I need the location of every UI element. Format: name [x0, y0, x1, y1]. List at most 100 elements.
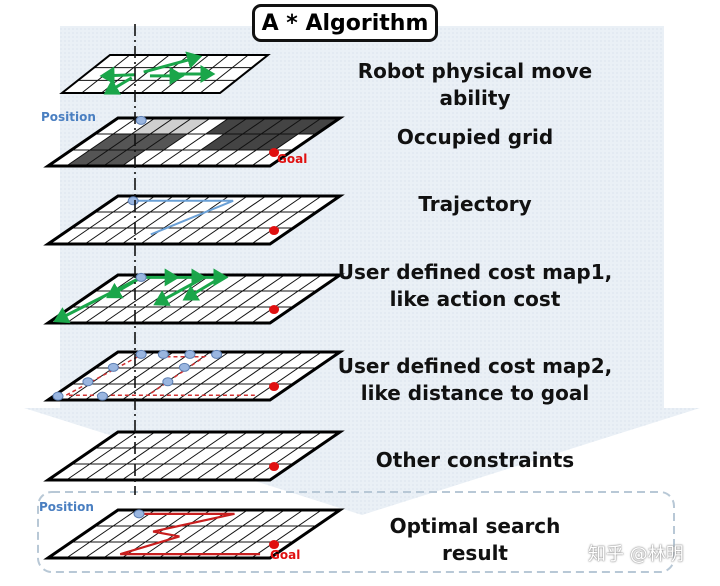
position-node [133, 509, 145, 519]
grid-line [140, 195, 211, 245]
layer-label-cost1: User defined cost map1, like action cost [320, 259, 630, 313]
candidate-node [135, 349, 147, 359]
layer-label-line: like distance to goal [360, 381, 590, 405]
candidate-node [96, 391, 108, 401]
grid-line [158, 117, 230, 167]
grid-line [177, 351, 248, 401]
occupied-cell [108, 134, 151, 150]
grid-line [84, 431, 156, 481]
occupied-cell [298, 118, 340, 134]
grid-line [140, 117, 211, 167]
grid-line [103, 509, 174, 559]
optimal-path [119, 512, 261, 556]
grid-line [66, 509, 137, 559]
grid-outline [43, 116, 345, 168]
grid-line [66, 117, 137, 167]
watermark: 知乎 @林明 [588, 544, 684, 565]
grid-line [121, 431, 193, 481]
grid-line [214, 431, 285, 481]
layer-label-line: Other constraints [375, 448, 575, 472]
goal-label: Goal [270, 548, 300, 562]
occupied-cell [103, 150, 146, 166]
grid-line [140, 431, 211, 481]
grid-line [121, 351, 193, 401]
goal-marker [269, 540, 280, 550]
occupied-cell [89, 134, 132, 150]
grid-line [214, 195, 285, 245]
candidate-node [162, 377, 174, 387]
grid-line [103, 195, 174, 245]
layer-label-line: like action cost [389, 287, 561, 311]
grid-line [195, 351, 267, 401]
grid-line [214, 117, 285, 167]
goal-label: Goal [277, 152, 307, 166]
candidate-node [82, 377, 94, 387]
grid-line [121, 195, 193, 245]
candidate-node [211, 349, 223, 359]
grid-line [232, 509, 304, 559]
goal-marker [269, 148, 280, 158]
grid-line [177, 195, 248, 245]
occupied-cell [237, 134, 280, 150]
grid-line [103, 274, 174, 324]
grid-outline [43, 194, 345, 246]
grid-line [84, 117, 156, 167]
grid-line [177, 509, 248, 559]
layer-label-line: result [442, 541, 508, 565]
grid-line [232, 351, 304, 401]
layer-label-occupied: Occupied grid [320, 124, 630, 151]
grid-line [251, 509, 322, 559]
grid-line [214, 274, 285, 324]
grid-line [177, 274, 248, 324]
grid-line [84, 195, 156, 245]
move-arrow [53, 276, 142, 324]
grid-line [232, 431, 304, 481]
grid-layer-trajectory [43, 194, 345, 246]
grid-line [120, 54, 170, 94]
grid-line [66, 351, 137, 401]
occupied-cell-light [168, 118, 211, 134]
grid-line [177, 117, 248, 167]
grid-line [232, 195, 304, 245]
grid-outline [43, 273, 345, 325]
grid-line [251, 351, 322, 401]
occupied-cell [205, 118, 248, 134]
occupied-cell [126, 134, 169, 150]
occupied-cell [242, 118, 285, 134]
grid-line [103, 117, 174, 167]
result-frame [37, 491, 675, 573]
candidate-node [52, 391, 64, 401]
grid-line [140, 509, 211, 559]
grid-outline [43, 508, 345, 560]
grid-line [195, 195, 267, 245]
goal-marker [269, 382, 280, 392]
grid-line [177, 431, 248, 481]
grid-layer-occupied [43, 115, 345, 168]
grid-line [66, 195, 137, 245]
grid-line [121, 117, 193, 167]
grid-line [84, 274, 156, 324]
grid-outline [43, 350, 345, 402]
grid-outline [43, 430, 345, 482]
occupied-cell [66, 150, 109, 166]
layer-label-other: Other constraints [320, 447, 630, 474]
occupied-cell [85, 150, 127, 166]
grid-line [195, 117, 267, 167]
layer-label-line: User defined cost map1, [337, 260, 613, 284]
grid-line [251, 117, 322, 167]
distance-path [147, 356, 207, 396]
grid-line [158, 195, 230, 245]
grid-line [103, 431, 174, 481]
grid-layer-cost1 [43, 268, 345, 325]
goal-marker [269, 305, 280, 315]
grid-layer-move [59, 51, 271, 95]
candidate-node [157, 349, 169, 359]
position-node [135, 272, 147, 282]
layer-label-line: Trajectory [418, 192, 532, 216]
layer-label-line: Robot physical move ability [357, 59, 593, 110]
candidate-node [184, 349, 196, 359]
move-arrow [103, 76, 133, 95]
layer-label-move: Robot physical move ability [320, 58, 630, 112]
layer-label-cost2: User defined cost map2, like distance to… [320, 353, 630, 407]
grid-line [195, 509, 267, 559]
